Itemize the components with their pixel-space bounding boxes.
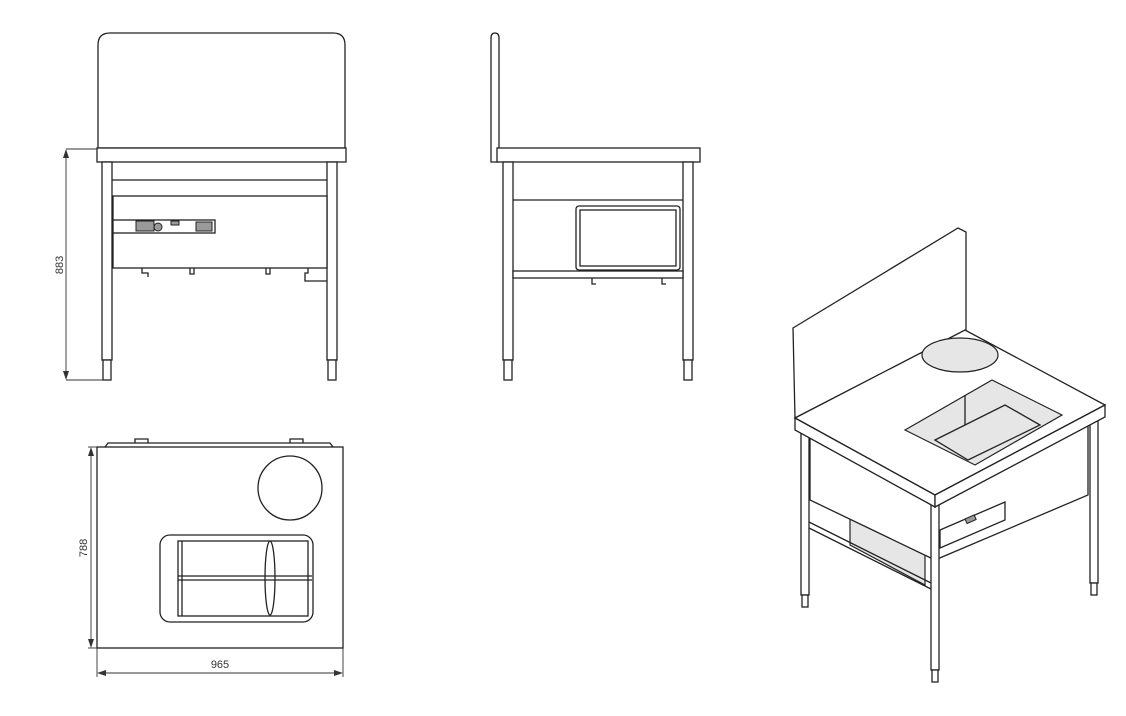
side-worktop [496,147,701,163]
front-foot-left [102,359,112,381]
front-view [96,32,347,381]
front-worktop [96,147,347,163]
iso-backsplash [792,227,967,420]
dimension-height: 883 [54,148,103,381]
iso-waste-hole [921,337,999,373]
iso-leg-front [930,499,940,671]
side-view [490,32,701,381]
iso-leg-left [800,429,810,596]
height-dimension-label: 883 [54,256,66,274]
isometric-view [792,227,1107,683]
front-backsplash [97,32,346,149]
top-view [96,438,344,649]
side-backsplash [490,32,500,163]
iso-control-panel [939,501,1006,549]
front-foot-right [327,359,337,381]
dimension-width: 965 [96,648,344,677]
iso-leg-right [1089,414,1099,584]
front-leg-right [326,161,338,361]
side-drawer-box [575,205,681,271]
iso-basin-opening [903,379,1064,466]
front-leg-left [101,161,113,361]
width-dimension-label: 965 [211,659,229,671]
basin-opening [159,534,314,623]
dimension-depth: 788 [78,446,97,649]
side-leg-right [682,161,694,361]
side-leg-left [502,161,514,361]
waste-hole [257,455,323,521]
depth-dimension-label: 788 [78,539,90,557]
side-shelf-rail [512,270,684,279]
